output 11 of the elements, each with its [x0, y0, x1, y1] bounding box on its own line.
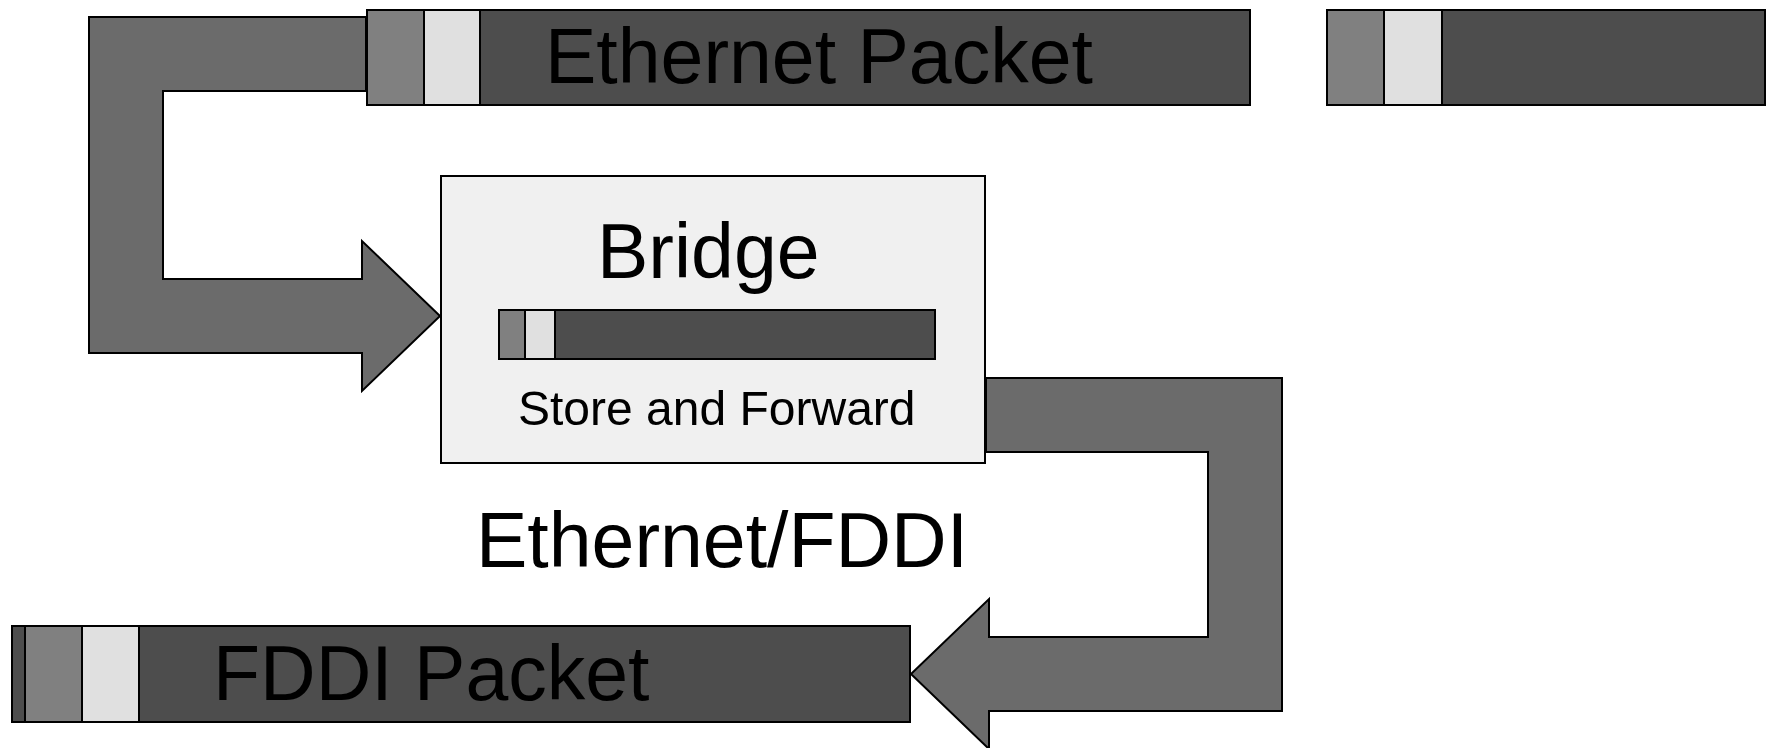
packet-bar [366, 9, 1251, 106]
bridge-box [440, 175, 986, 464]
connection-label: Ethernet/FDDI [476, 502, 969, 579]
packet-bar [498, 309, 936, 360]
bridge-caption: Store and Forward [518, 385, 916, 433]
packet-label: Ethernet Packet [545, 18, 1093, 95]
packet-bar [1326, 9, 1766, 106]
packet-bar [11, 625, 911, 723]
block-arrow [909, 377, 1283, 748]
packet-label: FDDI Packet [213, 635, 650, 712]
block-arrow [88, 16, 442, 394]
